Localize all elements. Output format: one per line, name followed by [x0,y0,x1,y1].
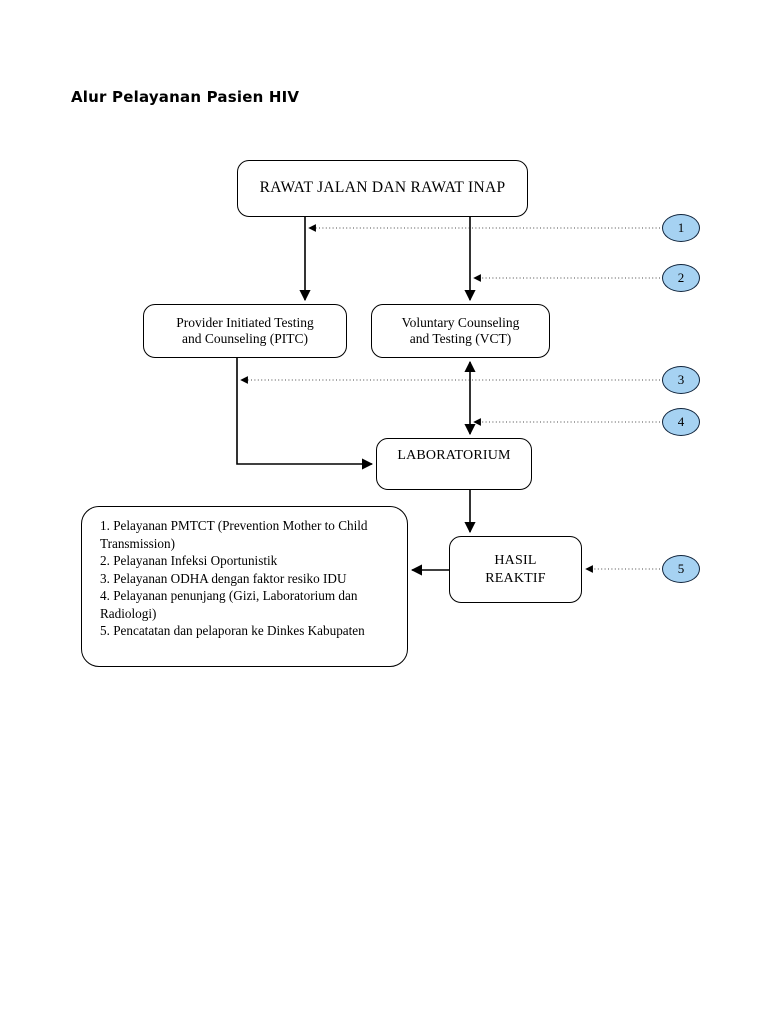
node-services-list[interactable]: 1. Pelayanan PMTCT (Prevention Mother to… [81,506,408,667]
reference-marker-3[interactable]: 3 [662,366,700,394]
list-item: 3. Pelayanan ODHA dengan faktor resiko I… [100,570,347,586]
reference-marker-2[interactable]: 2 [662,264,700,292]
list-item: 5. Pencatatan dan pelaporan ke Dinkes Ka… [100,623,365,639]
page-title: Alur Pelayanan Pasien HIV [71,88,300,106]
node-label: RAWAT JALAN DAN RAWAT INAP [259,179,506,197]
reference-marker-1[interactable]: 1 [662,214,700,242]
node-label: LABORATORIUM [397,448,511,463]
reference-marker-label: 1 [677,220,685,235]
node-vct[interactable]: Voluntary Counseling and Testing (VCT) [371,304,550,358]
edge-pitc-to-lab [236,358,374,470]
reference-marker-label: 3 [677,372,685,387]
list-item: 4. Pelayanan penunjang (Gizi, Laboratori… [100,588,358,621]
list-item: 1. Pelayanan PMTCT (Prevention Mother to… [100,518,368,551]
node-label: Voluntary Counseling and Testing (VCT) [401,314,520,346]
reference-marker-label: 2 [677,270,685,285]
reference-marker-label: 4 [677,414,685,429]
node-rawat-jalan-rawat-inap[interactable]: RAWAT JALAN DAN RAWAT INAP [237,160,528,217]
reference-marker-label: 5 [677,561,685,576]
list-item: 2. Pelayanan Infeksi Oportunistik [100,553,278,569]
reference-marker-4[interactable]: 4 [662,408,700,436]
node-hasil-reaktif[interactable]: HASIL REAKTIF [449,536,582,603]
node-label: Provider Initiated Testing and Counselin… [176,314,314,346]
node-laboratorium[interactable]: LABORATORIUM [376,438,532,490]
node-label: HASIL REAKTIF [485,553,546,586]
reference-marker-5[interactable]: 5 [662,555,700,583]
node-pitc[interactable]: Provider Initiated Testing and Counselin… [143,304,347,358]
